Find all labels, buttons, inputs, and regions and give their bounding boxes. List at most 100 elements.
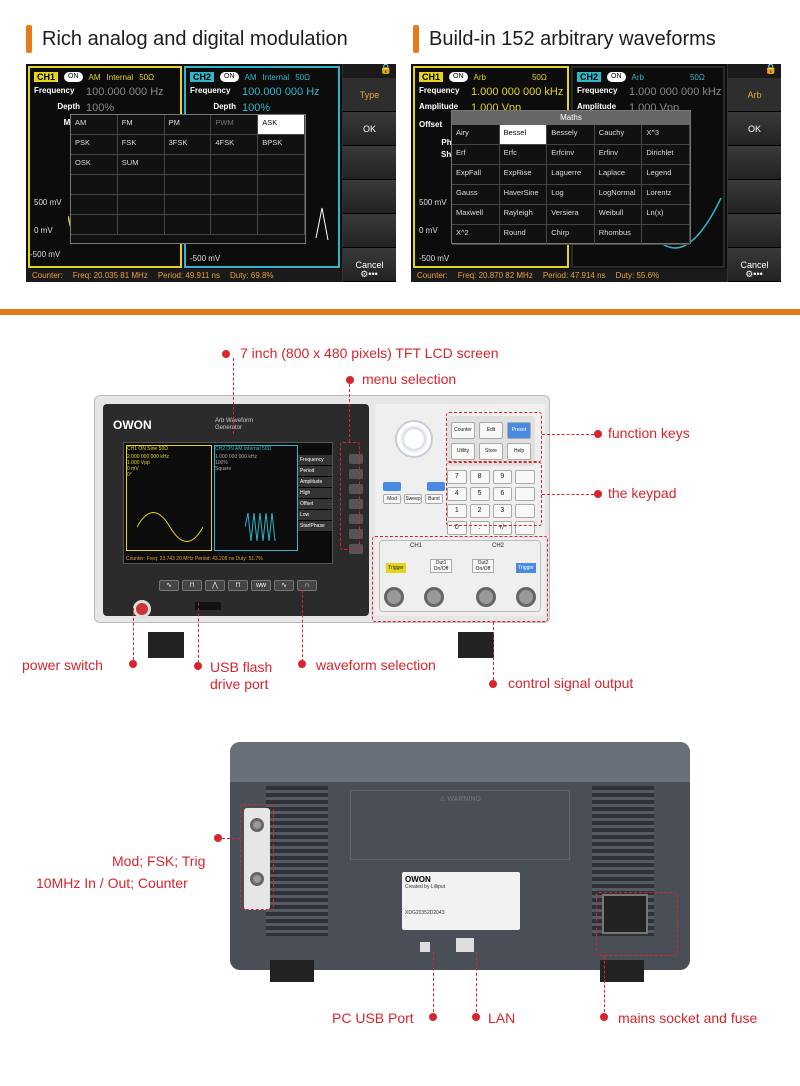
pc-usb-port[interactable] <box>420 942 430 952</box>
softkey-2[interactable] <box>349 469 363 479</box>
grid-option[interactable]: Cauchy <box>594 125 643 145</box>
menu-blank-3[interactable] <box>728 214 781 248</box>
sync1-connector[interactable] <box>384 587 404 607</box>
keypad-key[interactable]: 6 <box>492 487 513 501</box>
grid-option[interactable]: Maxwell <box>452 205 500 225</box>
grid-option[interactable]: Erf <box>452 145 500 165</box>
grid-option[interactable]: ExpRise <box>499 165 548 185</box>
ch2-on-toggle[interactable]: ON <box>220 72 239 82</box>
waveform-key[interactable]: ∿ <box>159 580 179 591</box>
lcd-menu-item[interactable]: Period <box>298 466 332 477</box>
mode-key[interactable]: Mod <box>383 494 401 504</box>
function-key[interactable]: Edit <box>479 422 503 439</box>
menu-blank-2[interactable] <box>343 180 396 214</box>
keypad-key[interactable] <box>515 487 535 501</box>
keypad-key[interactable] <box>515 504 535 518</box>
grid-option[interactable]: LogNormal <box>594 185 643 205</box>
ch1-on-toggle[interactable]: ON <box>64 72 83 82</box>
waveform-key[interactable]: ∿ <box>274 580 294 591</box>
keypad-key[interactable]: . <box>469 521 490 535</box>
grid-option[interactable]: Ln(x) <box>642 205 690 225</box>
ch2-panel[interactable]: CH2 ON AM Internal 50Ω Frequency 100.000… <box>184 66 340 268</box>
lcd-menu-item[interactable]: Frequency <box>298 455 332 466</box>
ch1-depth-row[interactable]: Depth 100% <box>34 102 114 114</box>
out2-connector[interactable] <box>476 587 496 607</box>
out1-toggle[interactable]: Out1 On/Off <box>430 559 452 573</box>
ch1-panel[interactable]: CH1 ON AM Internal 50Ω Frequency 100.000… <box>28 66 182 268</box>
function-key[interactable]: Counter <box>451 422 475 439</box>
grid-option[interactable]: Log <box>547 185 595 205</box>
lcd-menu-item[interactable]: Offset <box>298 499 332 510</box>
cancel-button[interactable]: Cancel <box>728 248 781 282</box>
keypad-key[interactable]: 3 <box>492 504 513 518</box>
grid-option[interactable]: Airy <box>452 125 500 145</box>
grid-option[interactable]: 3FSK <box>164 135 212 155</box>
power-button[interactable] <box>133 600 151 618</box>
keypad-key[interactable]: 4 <box>447 487 467 501</box>
keypad-key[interactable]: 5 <box>469 487 490 501</box>
grid-option[interactable]: 4FSK <box>211 135 259 155</box>
grid-option[interactable]: Legend <box>642 165 690 185</box>
ch1-on-toggle[interactable]: ON <box>449 72 468 82</box>
menu-blank-1[interactable] <box>728 146 781 180</box>
rear-bnc-bottom[interactable] <box>250 872 264 886</box>
ch1-frequency-row[interactable]: Frequency 1.000 000 000 kHz <box>419 86 563 98</box>
waveform-key[interactable]: ww <box>251 580 271 591</box>
function-key[interactable]: Preset <box>507 422 531 439</box>
grid-option[interactable]: X^3 <box>642 125 690 145</box>
grid-option[interactable]: FM <box>117 115 165 135</box>
grid-option[interactable]: HaverSine <box>499 185 548 205</box>
grid-option[interactable]: Rhombus <box>594 225 643 245</box>
softkey-5[interactable] <box>349 514 363 524</box>
grid-option[interactable]: PM <box>164 115 212 135</box>
ch2-on-toggle[interactable]: ON <box>607 72 626 82</box>
gear-icon[interactable]: ⚙••• <box>360 269 378 279</box>
mode-key[interactable]: Sweep <box>404 494 422 504</box>
grid-option[interactable]: PWM <box>211 115 259 135</box>
grid-option[interactable]: Chirp <box>547 225 595 245</box>
softkey-6[interactable] <box>349 529 363 539</box>
lan-port[interactable] <box>456 938 474 952</box>
menu-blank-1[interactable] <box>343 146 396 180</box>
mode-key[interactable]: Burst <box>425 494 443 504</box>
keypad-key[interactable]: 1 <box>447 504 467 518</box>
keypad-key[interactable] <box>515 470 535 484</box>
menu-blank-2[interactable] <box>728 180 781 214</box>
keypad-key[interactable]: 0 <box>447 521 467 535</box>
grid-option[interactable]: Gauss <box>452 185 500 205</box>
trigger-button-ch2[interactable]: Trigger <box>516 563 536 573</box>
grid-option[interactable]: FSK <box>117 135 165 155</box>
lcd-menu-item[interactable]: Low <box>298 510 332 521</box>
function-key[interactable]: Utility <box>451 443 475 460</box>
menu-title-arb[interactable]: Arb <box>728 78 781 112</box>
waveform-key[interactable]: ⊓ <box>228 580 248 591</box>
lcd-menu-item[interactable]: StartPhase <box>298 521 332 532</box>
ch1-offset-row[interactable]: Offset <box>419 120 465 129</box>
grid-option[interactable]: ASK <box>258 115 305 135</box>
grid-option[interactable]: Erfcinv <box>547 145 595 165</box>
grid-option[interactable]: Erfc <box>499 145 548 165</box>
grid-option[interactable]: X^2 <box>452 225 500 245</box>
grid-option[interactable]: BPSK <box>258 135 305 155</box>
grid-option[interactable]: PSK <box>71 135 118 155</box>
softkey-3[interactable] <box>349 484 363 494</box>
grid-option[interactable]: Rayleigh <box>499 205 548 225</box>
out1-connector[interactable] <box>424 587 444 607</box>
ok-button[interactable]: OK <box>343 112 396 146</box>
grid-option[interactable]: Bessely <box>547 125 595 145</box>
grid-option[interactable]: Laguerre <box>547 165 595 185</box>
menu-blank-3[interactable] <box>343 214 396 248</box>
grid-option[interactable]: Dirichlet <box>642 145 690 165</box>
right-arrow-key[interactable] <box>427 482 445 491</box>
function-key[interactable]: Help <box>507 443 531 460</box>
trigger-button[interactable]: Trigger <box>386 563 406 573</box>
ch2-frequency-row[interactable]: Frequency 100.000 000 Hz <box>190 86 320 98</box>
grid-option[interactable]: Bessel <box>499 125 548 145</box>
grid-option[interactable] <box>642 225 690 245</box>
keypad-key[interactable]: 8 <box>469 470 490 484</box>
keypad-key[interactable]: +/- <box>492 521 513 535</box>
grid-option[interactable]: Erfinv <box>594 145 643 165</box>
grid-option[interactable]: Laplace <box>594 165 643 185</box>
keypad-key[interactable]: 9 <box>492 470 513 484</box>
waveform-key[interactable]: ⊓ <box>182 580 202 591</box>
